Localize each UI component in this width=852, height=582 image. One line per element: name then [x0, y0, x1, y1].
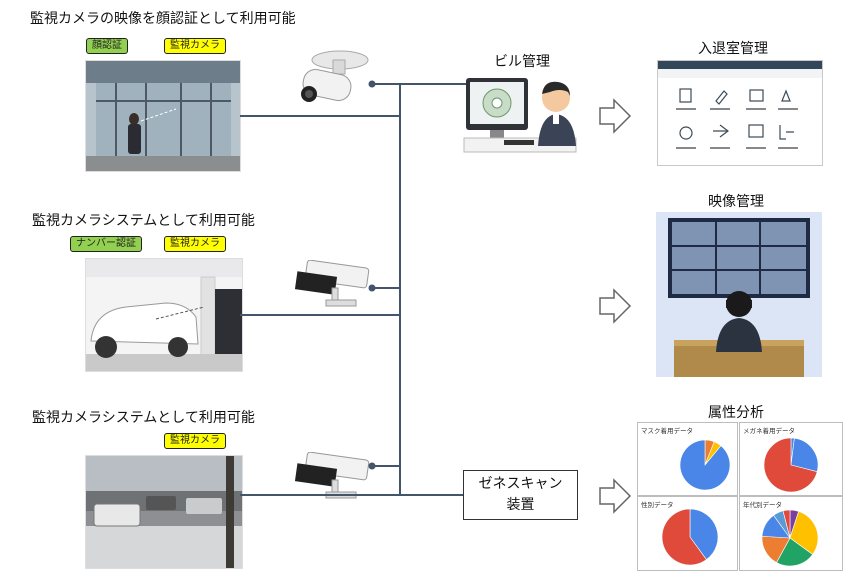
age-chart-svg: [761, 509, 819, 567]
glasses-chart-svg: [763, 437, 819, 493]
parking-illustration: [86, 456, 242, 568]
mask-chart: マスク着用データ: [637, 422, 738, 496]
age-chart-title: 年代別データ: [743, 501, 782, 509]
entrance-illustration: [86, 61, 240, 171]
zenescan-line2: 装置: [506, 497, 535, 513]
operator-at-pc-illustration: [460, 70, 580, 156]
access-management-screen: [657, 60, 823, 166]
video-management-illustration: [656, 212, 822, 377]
mask-chart-title: マスク着用データ: [641, 427, 693, 435]
surveillance-camera-tag-2: 監視カメラ: [164, 236, 226, 252]
plate-recognition-tag: ナンバー認証: [70, 236, 142, 252]
entrance-photo: [85, 60, 241, 172]
attribute-analysis-label: 属性分析: [708, 405, 764, 421]
face-recognition-tag: 顔認証: [86, 38, 128, 54]
car-illustration: [86, 259, 242, 371]
mask-chart-svg: [679, 439, 731, 491]
pie-slice: [782, 509, 791, 539]
box-camera-icon-2: [292, 259, 372, 310]
gender-chart-svg: [661, 508, 719, 566]
arrow-right-icon-1: [599, 98, 632, 134]
pie-slice: [661, 508, 707, 566]
box-camera-icon-3: [292, 451, 372, 502]
pie-slice: [790, 437, 819, 473]
car-gate-photo: [85, 258, 243, 372]
video-management-label: 映像管理: [708, 194, 764, 210]
glasses-chart: メガネ着用データ: [739, 422, 843, 496]
dome-camera-icon: [295, 48, 375, 108]
zenescan-device-box: ゼネスキャン 装置: [463, 470, 578, 520]
access-management-label: 入退室管理: [698, 41, 768, 57]
arrow-right-icon-2: [599, 288, 632, 324]
age-chart: 年代別データ: [739, 496, 843, 571]
pie-slice: [776, 537, 814, 567]
row1-heading: 監視カメラの映像を顔認証として利用可能: [30, 11, 296, 27]
parking-lot-photo: [85, 455, 243, 569]
zenescan-line1: ゼネスキャン: [478, 476, 563, 492]
gender-chart-title: 性別データ: [641, 501, 674, 509]
gender-chart: 性別データ: [637, 496, 738, 571]
pie-slice: [763, 437, 818, 493]
glasses-chart-title: メガネ着用データ: [743, 427, 795, 435]
pie-slice: [789, 510, 819, 555]
building-management-label: ビル管理: [494, 54, 550, 70]
pie-slice: [679, 439, 731, 491]
surveillance-camera-tag: 監視カメラ: [164, 38, 226, 54]
row2-heading: 監視カメラシステムとして利用可能: [32, 213, 255, 229]
arrow-right-icon-3: [599, 478, 632, 514]
row3-heading: 監視カメラシステムとして利用可能: [32, 410, 255, 426]
pie-slice: [689, 508, 719, 561]
surveillance-camera-tag-3: 監視カメラ: [164, 433, 226, 449]
